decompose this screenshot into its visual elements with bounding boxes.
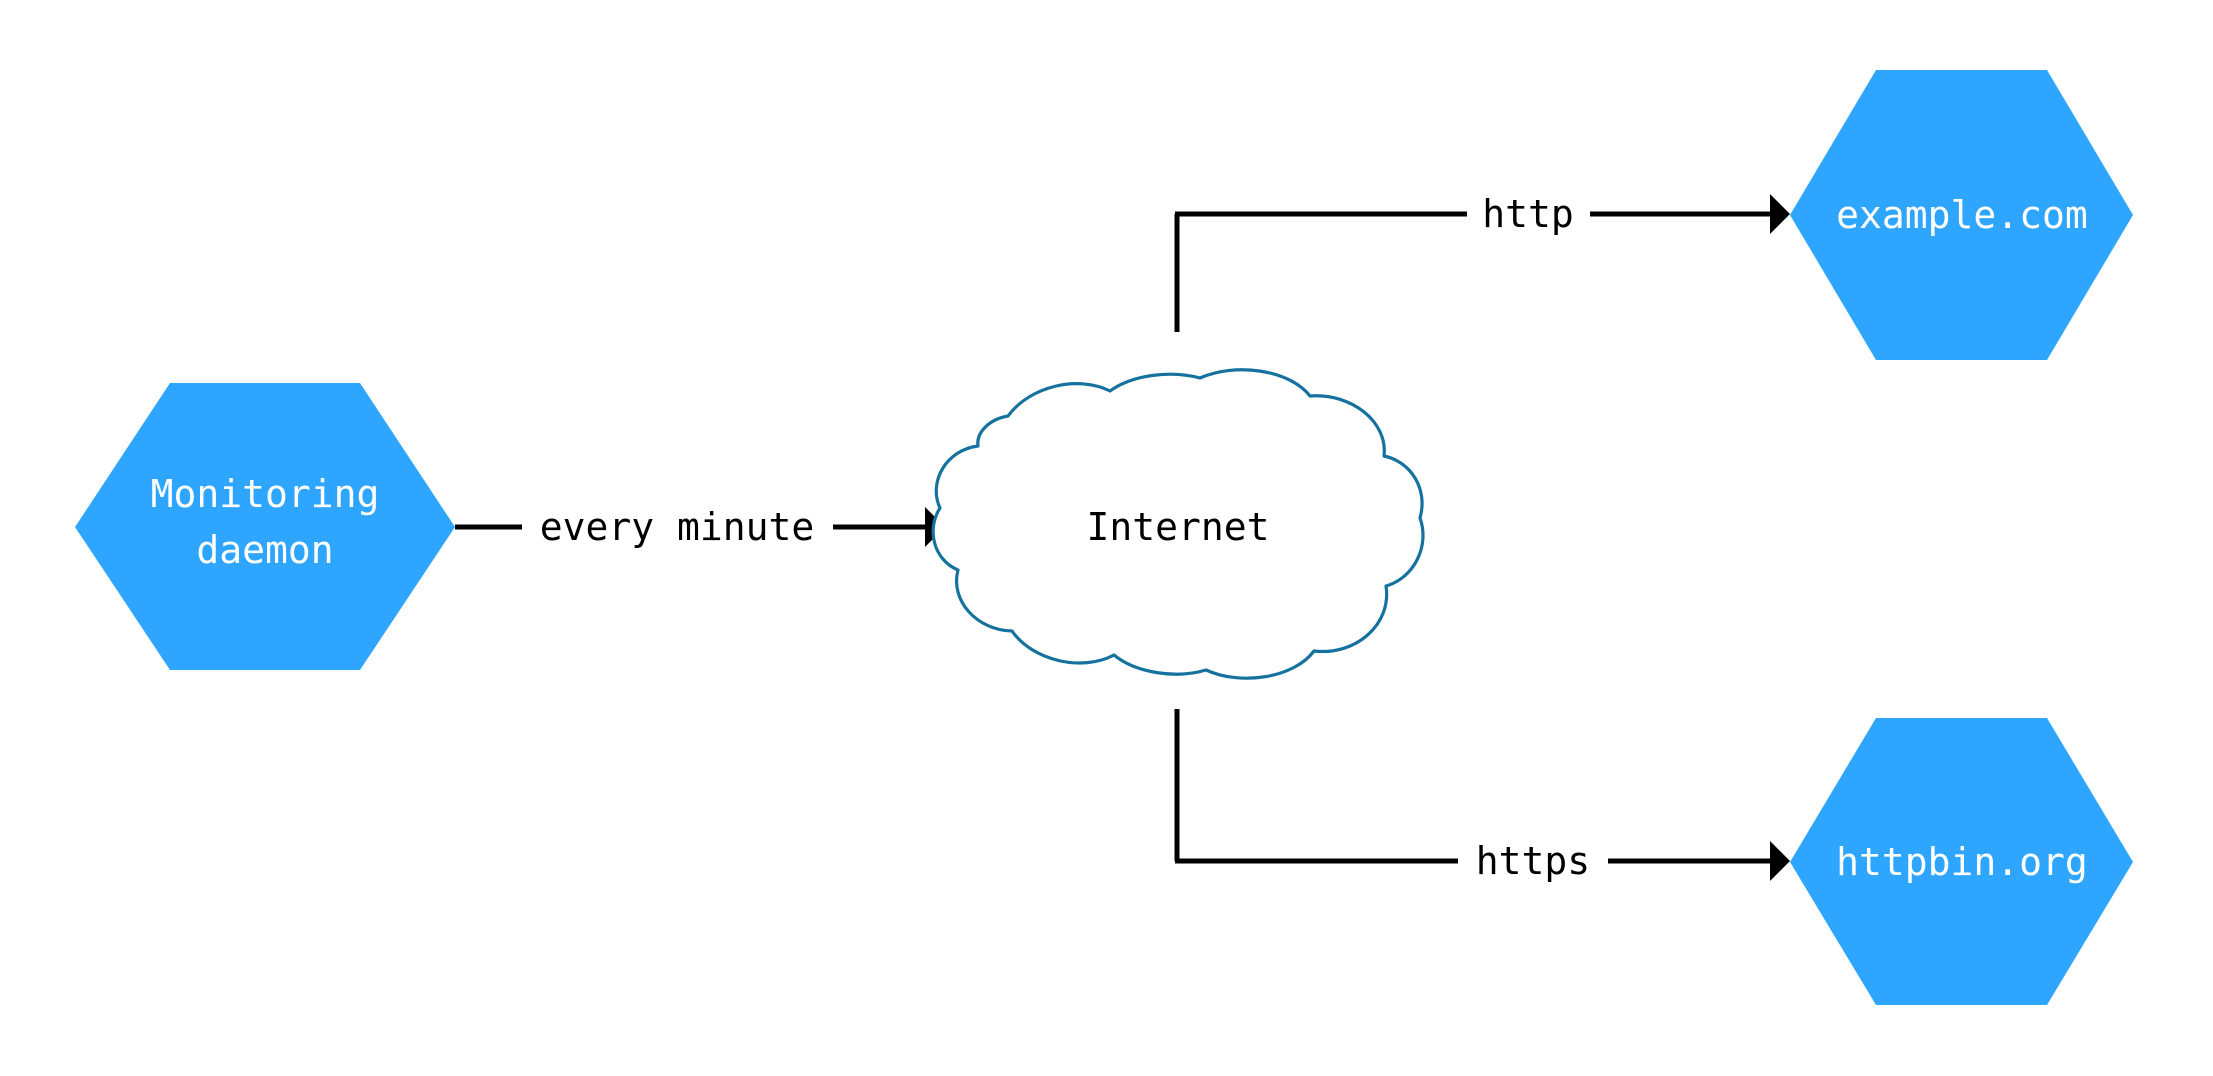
node-internet[interactable]: Internet xyxy=(931,368,1425,680)
node-label-line1: Monitoring xyxy=(151,472,380,516)
node-label-internet: Internet xyxy=(1086,505,1269,549)
edge-internet-to-httpbin[interactable]: https xyxy=(1174,709,1790,883)
edge-daemon-to-internet[interactable]: every minute xyxy=(455,505,945,549)
hexagon-shape xyxy=(1790,718,2133,1005)
edge-label-every-minute: every minute xyxy=(540,505,815,549)
hexagon-shape xyxy=(75,383,455,670)
cloud-shape xyxy=(931,368,1425,680)
node-monitoring-daemon[interactable]: Monitoring daemon xyxy=(75,383,455,670)
edge-internet-to-example[interactable]: http xyxy=(1174,192,1790,332)
hexagon-shape xyxy=(1790,70,2133,360)
node-httpbin-org[interactable]: httpbin.org xyxy=(1790,718,2133,1005)
edge-label-https: https xyxy=(1476,839,1590,883)
node-label-line2: daemon xyxy=(196,528,333,572)
arrowhead-icon xyxy=(1770,194,1790,234)
node-label-example-com: example.com xyxy=(1836,193,2088,237)
node-label-httpbin-org: httpbin.org xyxy=(1836,840,2088,884)
arrowhead-icon xyxy=(1770,841,1790,881)
edge-label-http: http xyxy=(1482,192,1574,236)
node-example-com[interactable]: example.com xyxy=(1790,70,2133,360)
